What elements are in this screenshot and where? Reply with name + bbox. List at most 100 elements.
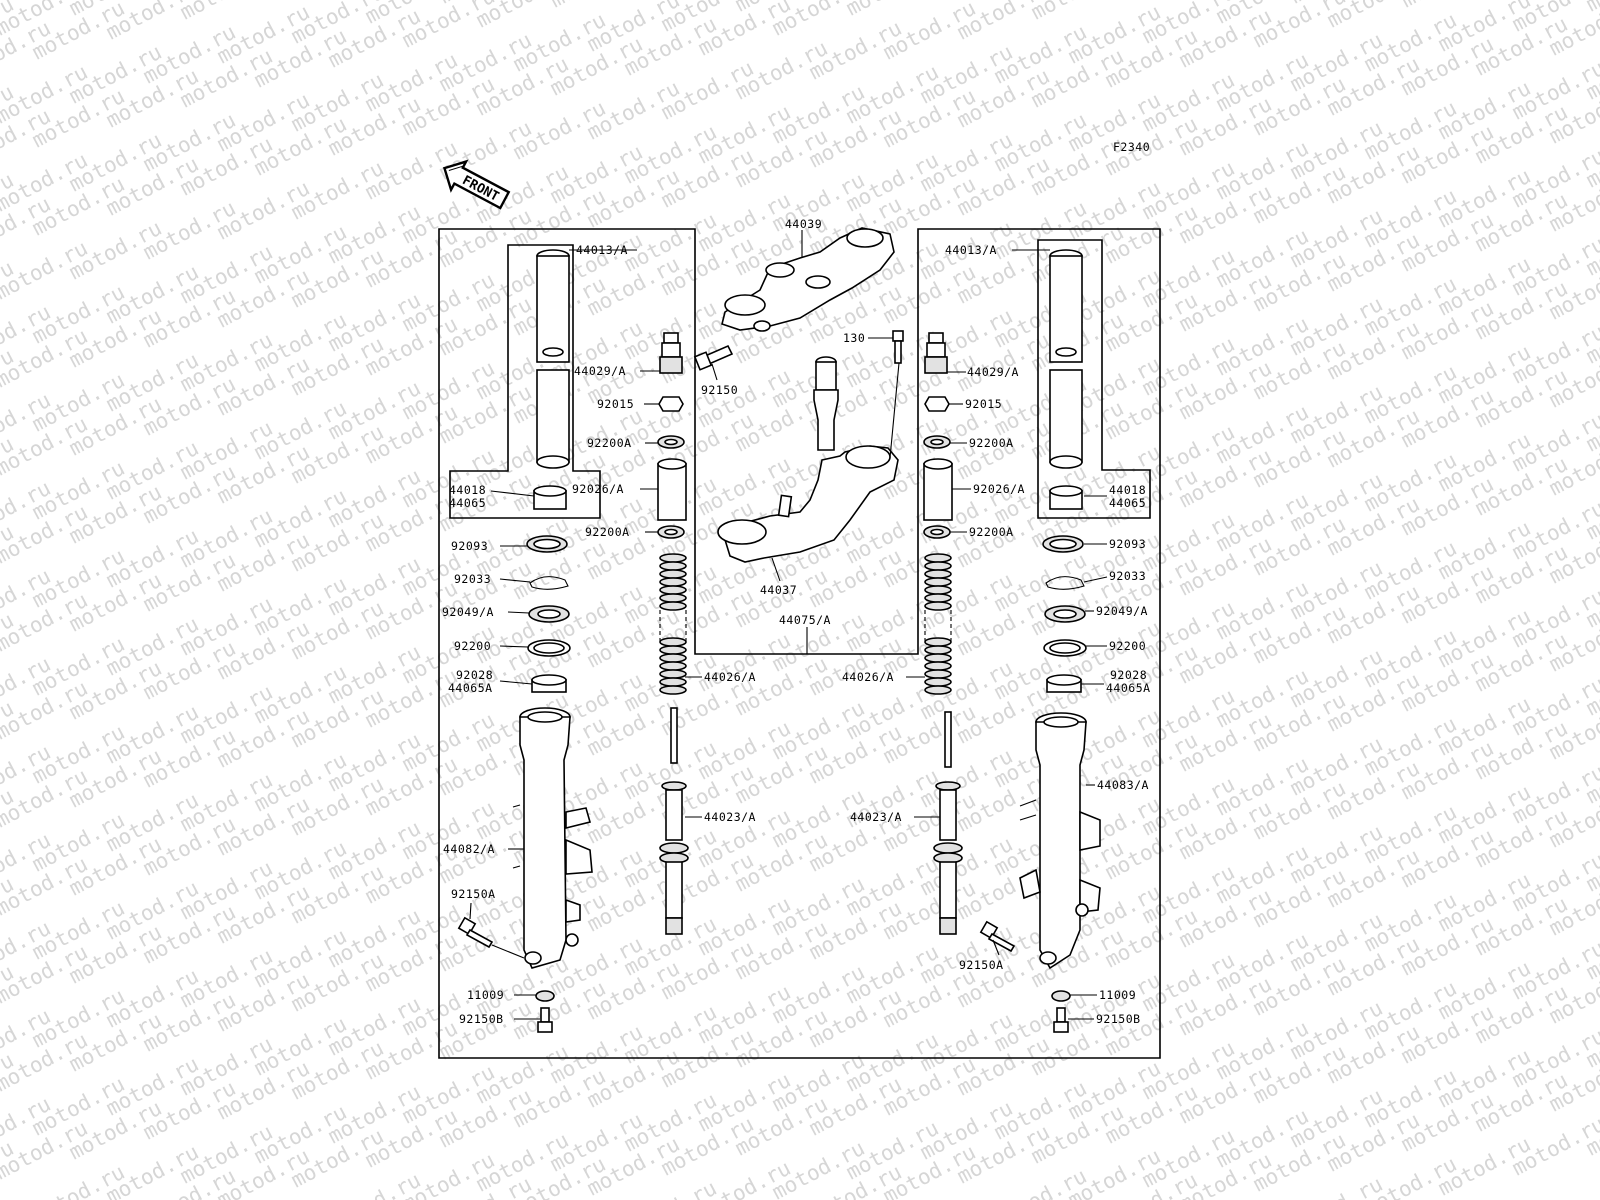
label-right-44018: 44018 (1109, 483, 1146, 497)
spring-coil (924, 593, 952, 603)
label-left-44065: 44065 (449, 496, 486, 510)
right-washer-92200A-1 (923, 435, 951, 449)
right-damper-rod-44023A (933, 711, 963, 935)
left-nut-92015 (658, 396, 684, 412)
left-seal-stack (526, 535, 571, 693)
label-left-44082A: 44082/A (443, 842, 495, 856)
spring-coil (659, 553, 687, 563)
label-right-92026A: 92026/A (973, 482, 1025, 496)
label-left-92200A-1: 92200A (587, 436, 632, 450)
spring-coil (924, 645, 952, 655)
spring-coil (659, 569, 687, 579)
spring-coil (924, 653, 952, 663)
right-nut-92015 (924, 396, 950, 412)
left-damper-rod-44023A (659, 707, 689, 935)
right-inset-frame (1037, 239, 1151, 519)
label-left-92026A: 92026/A (572, 482, 624, 496)
spring-coil (659, 677, 687, 687)
label-left-92093: 92093 (451, 539, 488, 553)
steering-stem-lower-clamp (717, 356, 899, 563)
spring-coil (659, 661, 687, 671)
label-right-44083A: 44083/A (1097, 778, 1149, 792)
label-44075A: 44075/A (779, 613, 831, 627)
left-washer-92200A-1 (657, 435, 685, 449)
spring-coil (659, 653, 687, 663)
label-left-92200A-2: 92200A (585, 525, 630, 539)
label-left-92150B: 92150B (459, 1012, 504, 1026)
label-right-92049A: 92049/A (1096, 604, 1148, 618)
left-inset-frame (449, 244, 601, 519)
label-left-92150A: 92150A (451, 887, 496, 901)
label-left-92015: 92015 (597, 397, 634, 411)
label-left-92033: 92033 (454, 572, 491, 586)
spring-coil (924, 637, 952, 647)
right-outer-tube (1019, 712, 1101, 970)
label-left-11009: 11009 (467, 988, 504, 1002)
label-130: 130 (843, 331, 865, 345)
spring-coil (659, 585, 687, 595)
spring-coil (924, 569, 952, 579)
label-right-92093: 92093 (1109, 537, 1146, 551)
spring-coil (924, 661, 952, 671)
right-bolt-92150A (979, 920, 1016, 953)
right-bolt-92150B (1053, 1007, 1069, 1033)
label-44037: 44037 (760, 583, 797, 597)
label-left-44026A: 44026/A (704, 670, 756, 684)
spring-coil (924, 553, 952, 563)
right-fork-cap (924, 332, 948, 374)
label-44039: 44039 (785, 217, 822, 231)
label-right-44065A: 44065A (1106, 681, 1151, 695)
label-left-44018: 44018 (449, 483, 486, 497)
spring-coil (659, 685, 687, 695)
right-washer-92200A-2 (923, 525, 951, 539)
bolt-92150 (693, 344, 734, 371)
label-left-92028: 92028 (456, 668, 493, 682)
label-right-92150B: 92150B (1096, 1012, 1141, 1026)
bolt-130 (892, 330, 904, 364)
label-right-44023A: 44023/A (850, 810, 902, 824)
right-bushing-44018 (1049, 485, 1083, 510)
label-right-11009: 11009 (1099, 988, 1136, 1002)
upper-triple-clamp (721, 227, 895, 332)
spring-coil (659, 645, 687, 655)
left-fork-cap (659, 332, 683, 374)
spring-coil (659, 601, 687, 611)
part-labels: 44039 130 92150 44037 44075/A 44013/A 44… (442, 217, 1151, 1026)
left-bolt-92150B (537, 1007, 553, 1033)
label-92150: 92150 (701, 383, 738, 397)
label-left-44013A: 44013/A (576, 243, 628, 257)
label-right-92200A-2: 92200A (969, 525, 1014, 539)
left-spacer-92026A (657, 458, 687, 521)
label-right-92028: 92028 (1110, 668, 1147, 682)
figure-code: F2340 (1113, 140, 1150, 154)
right-washer-11009 (1051, 990, 1071, 1002)
spring-coil (924, 669, 952, 679)
label-left-44029A: 44029/A (574, 364, 626, 378)
spring-coil (659, 669, 687, 679)
left-bolt-92150A (457, 916, 494, 949)
right-fork-tube (1049, 249, 1083, 469)
left-outer-tube (512, 707, 593, 969)
spring-coil (924, 685, 952, 695)
left-washer-92200A-2 (657, 525, 685, 539)
right-spacer-92026A (923, 458, 953, 521)
label-right-44013A: 44013/A (945, 243, 997, 257)
left-spring-44026A (659, 553, 687, 695)
left-washer-11009 (535, 990, 555, 1002)
spring-coil (924, 601, 952, 611)
label-right-92015: 92015 (965, 397, 1002, 411)
label-right-44026A: 44026/A (842, 670, 894, 684)
right-spring-44026A (924, 553, 952, 695)
spring-coil (924, 585, 952, 595)
left-fork-tube (536, 249, 570, 469)
spring-coil (924, 561, 952, 571)
label-right-44029A: 44029/A (967, 365, 1019, 379)
label-right-92200A-1: 92200A (969, 436, 1014, 450)
label-left-44065A: 44065A (448, 681, 493, 695)
right-seal-stack (1042, 535, 1087, 693)
label-left-44023A: 44023/A (704, 810, 756, 824)
spring-coil (659, 577, 687, 587)
label-right-92200: 92200 (1109, 639, 1146, 653)
